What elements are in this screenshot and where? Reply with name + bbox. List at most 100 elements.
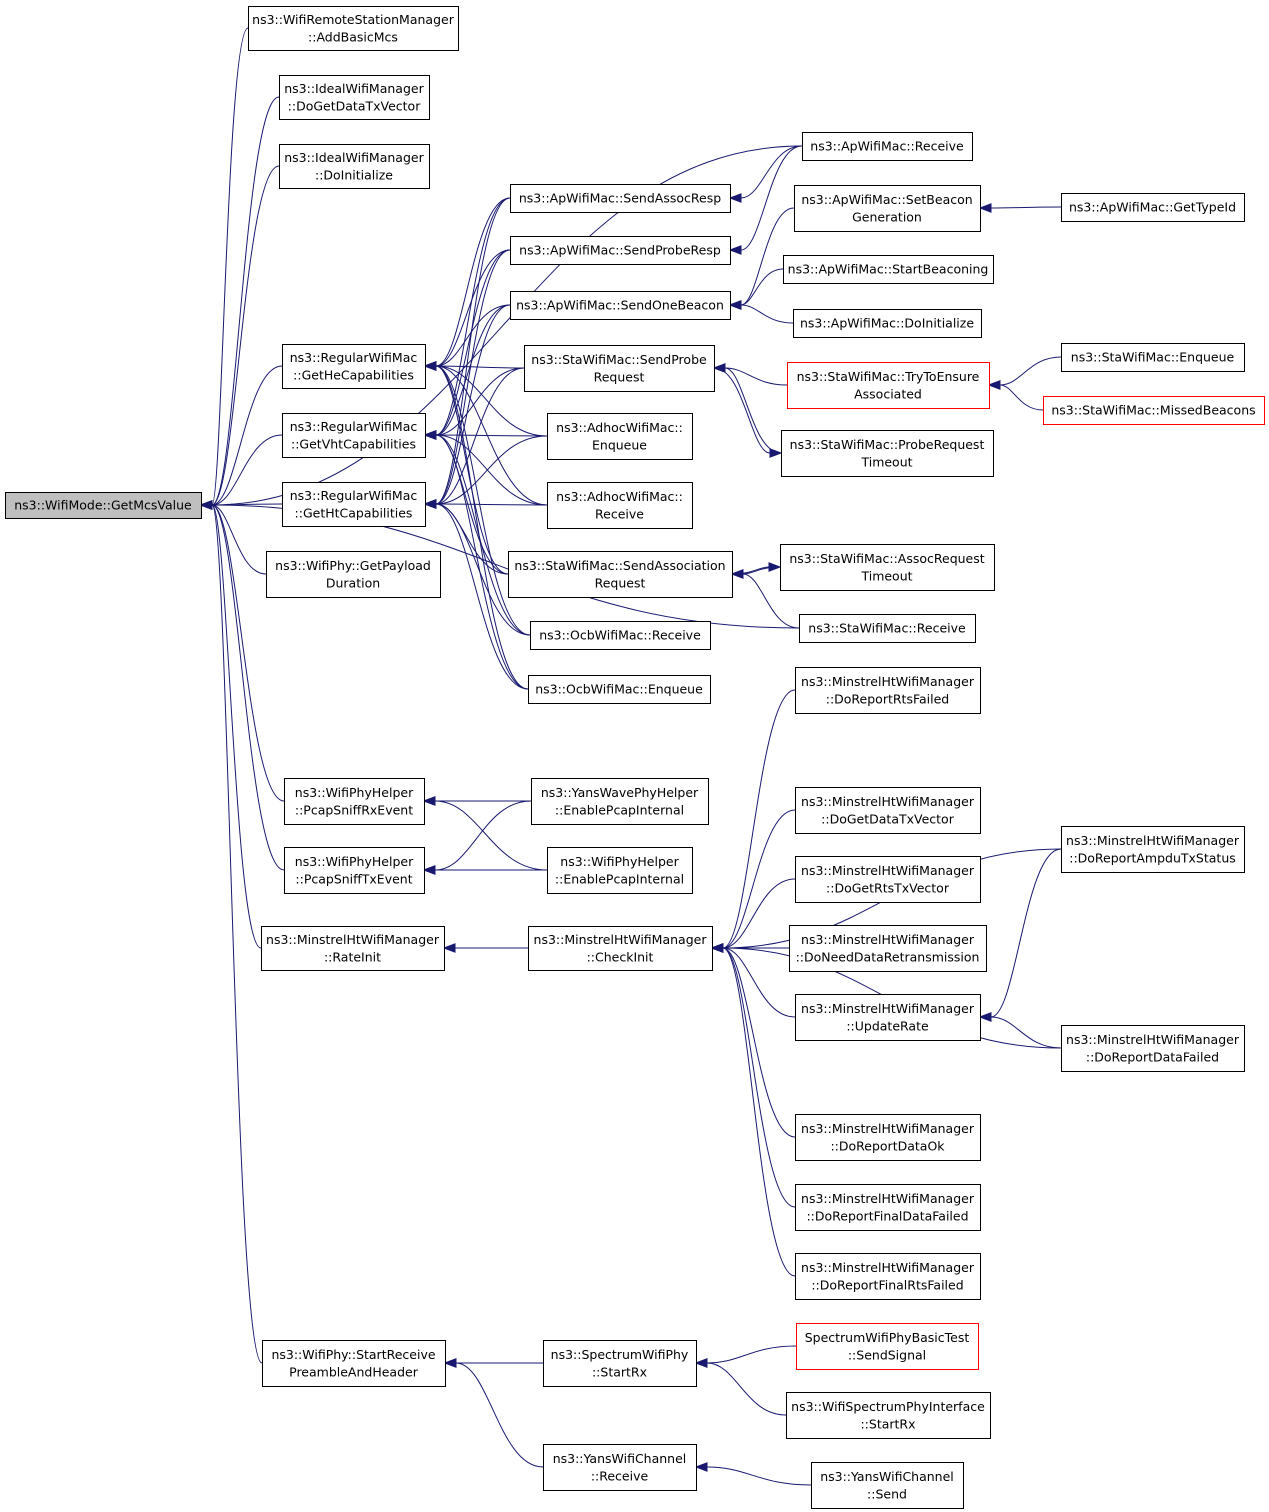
edge-m-rtsfailed-to-checkinit	[710, 689, 796, 953]
node-phyhelper-pcap[interactable]: ns3::WifiPhyHelper::EnablePcapInternal	[547, 847, 693, 894]
node-box	[266, 551, 441, 598]
node-ap-startbeacon[interactable]: ns3::ApWifiMac::StartBeaconing	[783, 255, 994, 284]
node-m-update[interactable]: ns3::MinstrelHtWifiManager::UpdateRate	[795, 994, 981, 1041]
node-startrecv[interactable]: ns3::WifiPhy::StartReceivePreambleAndHea…	[262, 1340, 446, 1387]
node-root[interactable]: ns3::WifiMode::GetMcsValue	[5, 492, 202, 519]
node-m-getdata[interactable]: ns3::MinstrelHtWifiManager::DoGetDataTxV…	[795, 787, 981, 834]
node-m-finaldata[interactable]: ns3::MinstrelHtWifiManager::DoReportFina…	[795, 1184, 981, 1231]
node-label: ns3::StaWifiMac::SendAssociation	[514, 558, 725, 573]
edge-ap-sendassoc-to-getvht	[423, 197, 511, 440]
node-ap-sendassoc[interactable]: ns3::ApWifiMac::SendAssocResp	[510, 184, 731, 213]
node-gethe[interactable]: ns3::RegularWifiMac::GetHeCapabilities	[282, 344, 426, 389]
node-ap-gettypeid[interactable]: ns3::ApWifiMac::GetTypeId	[1061, 193, 1245, 222]
edges-layer	[199, 27, 1062, 1486]
node-label: ns3::MinstrelHtWifiManager	[801, 1001, 975, 1016]
node-label: Generation	[852, 209, 922, 224]
node-label: ns3::ApWifiMac::DoInitialize	[800, 316, 974, 331]
node-spectrum-startrx[interactable]: ns3::SpectrumWifiPhy::StartRx	[543, 1340, 697, 1387]
node-ideal-doinit[interactable]: ns3::IdealWifiManager::DoInitialize	[279, 144, 430, 189]
node-label: ::Receive	[591, 1468, 649, 1483]
node-getvht[interactable]: ns3::RegularWifiMac::GetVhtCapabilities	[282, 413, 426, 458]
node-spectrum-iface[interactable]: ns3::WifiSpectrumPhyInterface::StartRx	[786, 1392, 991, 1439]
node-label: ::PcapSniffTxEvent	[295, 871, 412, 886]
node-label: ns3::MinstrelHtWifiManager	[801, 1191, 975, 1206]
node-label: Timeout	[860, 454, 912, 469]
node-m-needretx[interactable]: ns3::MinstrelHtWifiManager::DoNeedDataRe…	[789, 925, 987, 972]
node-label: ::DoInitialize	[315, 167, 393, 182]
node-label: ns3::AdhocWifiMac::	[556, 489, 683, 504]
node-rateinit[interactable]: ns3::MinstrelHtWifiManager::RateInit	[261, 926, 445, 971]
node-pcaprx[interactable]: ns3::WifiPhyHelper::PcapSniffRxEvent	[284, 778, 425, 825]
node-label: ns3::ApWifiMac::GetTypeId	[1069, 200, 1236, 215]
node-label: Timeout	[860, 568, 912, 583]
node-getht[interactable]: ns3::RegularWifiMac::GetHtCapabilities	[282, 482, 426, 527]
node-m-getrts[interactable]: ns3::MinstrelHtWifiManager::DoGetRtsTxVe…	[795, 856, 981, 903]
node-label: ns3::WifiRemoteStationManager	[252, 12, 455, 27]
node-label: ns3::StaWifiMac::Receive	[808, 621, 966, 636]
edge-m-getrts-to-checkinit	[710, 878, 796, 953]
node-box	[795, 787, 981, 834]
node-m-rtsfailed[interactable]: ns3::MinstrelHtWifiManager::DoReportRtsF…	[795, 667, 981, 714]
edge-addbasicmcs-to-root	[199, 27, 249, 510]
node-adhoc-recv[interactable]: ns3::AdhocWifiMac::Receive	[547, 482, 693, 529]
node-label: ::StartRx	[592, 1364, 647, 1379]
node-m-finalrts[interactable]: ns3::MinstrelHtWifiManager::DoReportFina…	[795, 1253, 981, 1300]
node-box	[282, 482, 426, 527]
node-label: SpectrumWifiPhyBasicTest	[805, 1330, 970, 1345]
node-box	[793, 309, 982, 338]
node-m-dataok[interactable]: ns3::MinstrelHtWifiManager::DoReportData…	[795, 1114, 981, 1161]
node-label: ns3::IdealWifiManager	[284, 150, 424, 165]
node-checkinit[interactable]: ns3::MinstrelHtWifiManager::CheckInit	[528, 926, 713, 971]
node-box	[530, 621, 711, 650]
node-sta-recv[interactable]: ns3::StaWifiMac::Receive	[799, 614, 976, 643]
node-label: ns3::YansWifiChannel	[553, 1451, 687, 1466]
node-ap-sendprobe[interactable]: ns3::ApWifiMac::SendProbeResp	[510, 236, 731, 265]
node-yanschan-send[interactable]: ns3::YansWifiChannel::Send	[811, 1462, 964, 1509]
node-box	[799, 614, 976, 643]
node-box	[795, 856, 981, 903]
node-label: ::DoReportFinalRtsFailed	[811, 1277, 963, 1292]
node-label: ns3::OcbWifiMac::Enqueue	[535, 682, 703, 697]
node-ap-doinit[interactable]: ns3::ApWifiMac::DoInitialize	[793, 309, 982, 338]
node-pcaptx[interactable]: ns3::WifiPhyHelper::PcapSniffTxEvent	[284, 847, 425, 894]
node-sta-enq[interactable]: ns3::StaWifiMac::Enqueue	[1061, 343, 1245, 372]
node-label: ns3::StaWifiMac::TryToEnsure	[797, 369, 980, 384]
node-ap-sendbeacon[interactable]: ns3::ApWifiMac::SendOneBeacon	[510, 291, 731, 320]
node-sta-missed[interactable]: ns3::StaWifiMac::MissedBeacons	[1043, 396, 1265, 425]
edge-sta-sendassoc-to-sta-assoctimeout	[731, 562, 782, 575]
node-addbasicmcs[interactable]: ns3::WifiRemoteStationManager::AddBasicM…	[248, 6, 459, 51]
node-label: ns3::MinstrelHtWifiManager	[1066, 833, 1240, 848]
node-yanschan-recv[interactable]: ns3::YansWifiChannel::Receive	[543, 1444, 697, 1491]
node-label: ::StartRx	[860, 1416, 915, 1431]
node-ap-recv[interactable]: ns3::ApWifiMac::Receive	[802, 132, 973, 161]
node-ideal-dogetdata[interactable]: ns3::IdealWifiManager::DoGetDataTxVector	[279, 75, 430, 120]
node-ocb-enq[interactable]: ns3::OcbWifiMac::Enqueue	[528, 675, 711, 704]
node-spectrum-test[interactable]: SpectrumWifiPhyBasicTest::SendSignal	[796, 1323, 979, 1370]
node-label: ns3::ApWifiMac::SendAssocResp	[519, 191, 721, 206]
node-label: ::PcapSniffRxEvent	[295, 802, 413, 817]
node-m-ampdu[interactable]: ns3::MinstrelHtWifiManager::DoReportAmpd…	[1061, 826, 1245, 873]
edge-ap-recv-to-ap-sendassoc	[728, 145, 803, 203]
node-label: ::DoGetDataTxVector	[821, 811, 955, 826]
node-m-datafailed[interactable]: ns3::MinstrelHtWifiManager::DoReportData…	[1061, 1025, 1245, 1072]
node-label: Receive	[595, 506, 644, 521]
node-adhoc-enq[interactable]: ns3::AdhocWifiMac::Enqueue	[547, 413, 693, 460]
node-ocb-recv[interactable]: ns3::OcbWifiMac::Receive	[530, 621, 711, 650]
node-label: ns3::YansWavePhyHelper	[541, 785, 699, 800]
node-box	[528, 926, 713, 971]
edge-ocb-enq-to-getvht	[423, 430, 529, 690]
node-label: ns3::SpectrumWifiPhy	[551, 1347, 689, 1362]
edge-yanschan-recv-to-startrecv	[443, 1358, 544, 1468]
node-yanswave[interactable]: ns3::YansWavePhyHelper::EnablePcapIntern…	[531, 778, 709, 825]
edge-checkinit-to-rateinit	[442, 943, 528, 953]
node-label: ::DoReportDataFailed	[1086, 1049, 1219, 1064]
node-label: ns3::WifiPhy::StartReceive	[271, 1347, 435, 1362]
node-box	[5, 492, 202, 519]
